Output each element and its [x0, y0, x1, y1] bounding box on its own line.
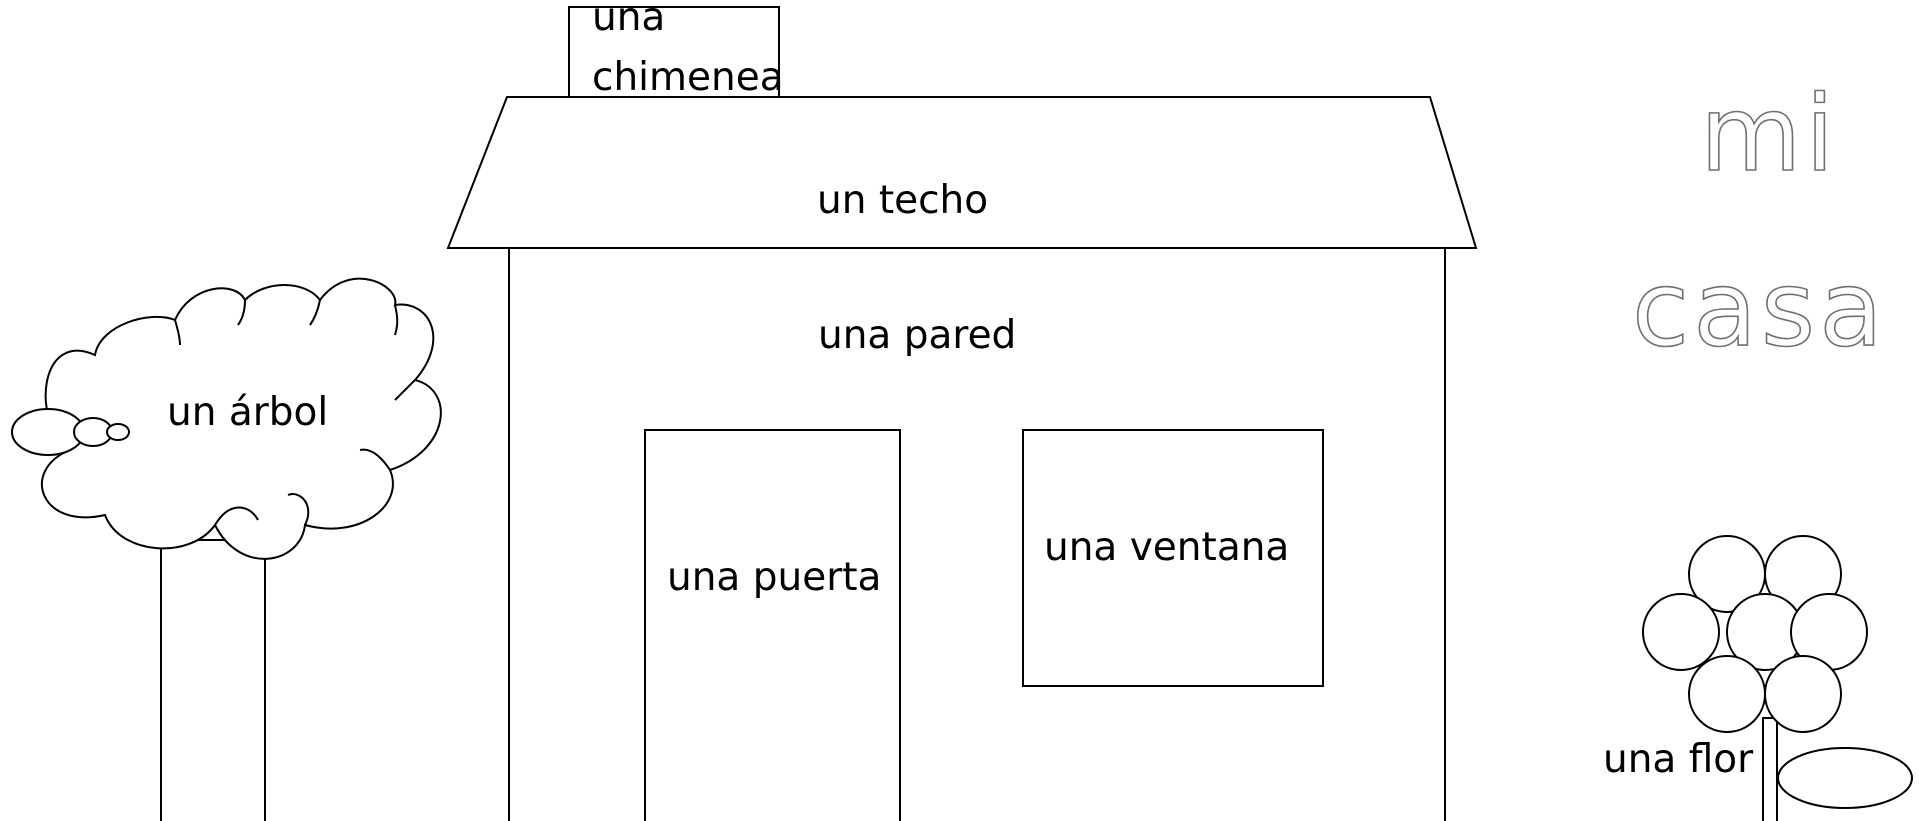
door: una puerta	[644, 429, 901, 821]
flower: una flor	[1603, 535, 1913, 821]
tree-trunk	[160, 539, 266, 821]
flower-petals	[1642, 535, 1868, 733]
flower-stem	[1762, 717, 1778, 821]
tree: un árbol	[11, 277, 442, 821]
roof: un techo	[446, 96, 1478, 249]
tree-crown	[11, 277, 442, 560]
roof-label: un techo	[817, 178, 988, 223]
window-label: una ventana	[1044, 525, 1289, 570]
flower-label: una flor	[1603, 737, 1754, 782]
chimney-label-line2: chimenea	[592, 55, 784, 100]
chimney-label-line1: una	[592, 0, 665, 40]
chimney: una chimenea	[568, 0, 784, 100]
tree-label: un árbol	[167, 390, 328, 435]
window: una ventana	[1022, 429, 1324, 687]
title-line-1: mi	[1700, 73, 1838, 195]
flower-leaf	[1777, 747, 1913, 809]
tree-puff-small	[106, 423, 130, 441]
door-label: una puerta	[667, 555, 881, 600]
title-line-2: casa	[1632, 248, 1887, 370]
wall-label: una pared	[818, 313, 1016, 358]
page-title: mi casa	[1631, 72, 1887, 371]
